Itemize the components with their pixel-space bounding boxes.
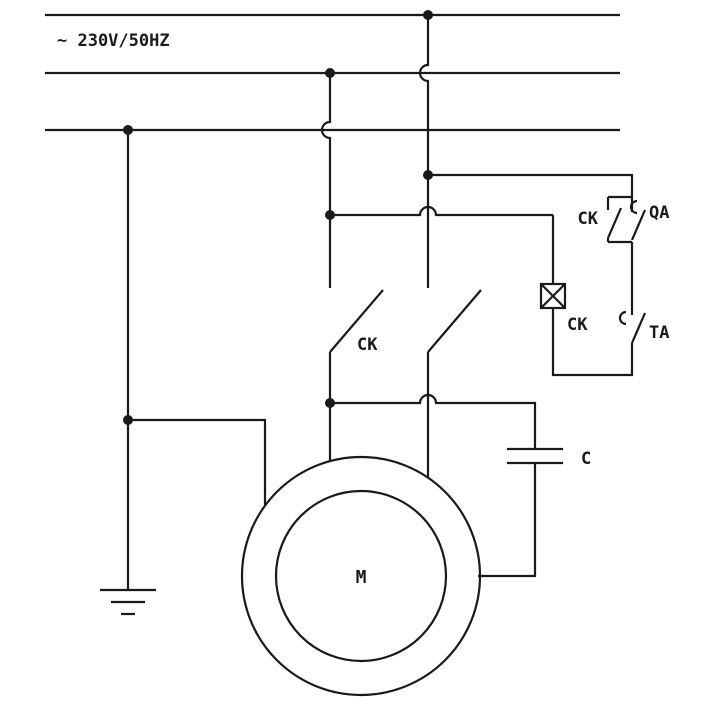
- aux-contact-ck: [606, 197, 623, 242]
- motor-outer-circle: [240, 455, 482, 697]
- motor-inner-circle: [274, 489, 448, 663]
- capacitor-branch: [330, 393, 563, 578]
- contact-blade-left: [329, 289, 384, 353]
- wire-drop-left-upper: [320, 73, 332, 288]
- coil-label: CK: [567, 315, 588, 335]
- contactor-coil-ck: [539, 282, 567, 310]
- start-button-qa: [629, 197, 647, 241]
- capacitor-bottom-wire: [478, 463, 537, 578]
- control-wire-bottom: [551, 308, 634, 377]
- junction-dot: [325, 210, 335, 220]
- aux-contact-label: CK: [578, 209, 599, 229]
- ground-symbol: [100, 588, 156, 616]
- control-return-wire: [330, 205, 553, 217]
- junction-dots: [123, 10, 433, 425]
- phase-wire-from-line1: [418, 15, 430, 478]
- supply-voltage-label: ~ 230V/50HZ: [57, 31, 170, 51]
- junction-dot: [325, 68, 335, 78]
- contact-blade-right: [427, 289, 482, 353]
- junction-dot: [123, 125, 133, 135]
- coil-cross-icon: [540, 283, 566, 309]
- junction-dot: [325, 398, 335, 408]
- main-contacts-label: CK: [357, 335, 378, 355]
- control-wire-top: [428, 173, 634, 197]
- aux-contact-blade: [606, 207, 623, 239]
- capacitor-top-wire: [330, 393, 537, 449]
- start-button-actuator-icon: [629, 199, 638, 215]
- motor-label: M: [356, 567, 367, 588]
- wire-drop-right-upper: [418, 15, 430, 288]
- neutral-wire: [126, 130, 267, 590]
- stop-button-label: TA: [649, 323, 669, 343]
- start-button-blade: [630, 209, 647, 241]
- start-latch-block: [606, 195, 647, 244]
- junction-dot: [423, 10, 433, 20]
- wire-branch-motor-left: [128, 418, 267, 506]
- stop-button-ta: [618, 305, 647, 344]
- start-button-label: QA: [649, 203, 669, 223]
- control-circuit: [330, 173, 647, 377]
- capacitor-label: C: [581, 449, 591, 469]
- junction-dot: [123, 415, 133, 425]
- stop-button-actuator-icon: [618, 310, 627, 326]
- junction-dot: [423, 170, 433, 180]
- stop-button-blade: [630, 312, 647, 344]
- motor-m: M: [240, 455, 482, 697]
- main-contacts-ck: [329, 289, 482, 353]
